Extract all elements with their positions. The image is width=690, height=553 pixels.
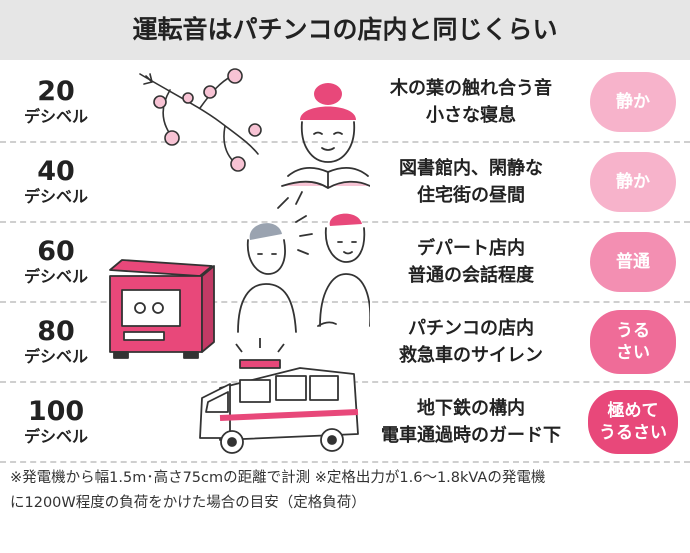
level-badge-quiet: 静か	[590, 152, 676, 212]
footnote-line: に1200W程度の負荷をかけた場合の目安（定格負荷）	[10, 495, 366, 511]
title-part-1: 運転音は	[132, 15, 233, 44]
title-highlight: パチンコの店内	[232, 10, 408, 46]
badge-line: うるさい	[599, 423, 667, 443]
noise-example-80: パチンコの店内 救急車のサイレン	[358, 315, 584, 369]
example-line: 木の葉の触れ合う音	[390, 78, 552, 99]
example-line: 図書館内、閑静な	[399, 158, 543, 179]
badge-line: 静か	[616, 172, 650, 192]
noise-example-20: 木の葉の触れ合う音 小さな寝息	[358, 75, 584, 129]
badge-line: 静か	[616, 92, 650, 112]
decibel-unit: デシベル	[23, 107, 88, 126]
example-line: 救急車のサイレン	[399, 345, 543, 366]
decibel-label-60: 60 デシベル	[6, 236, 106, 287]
example-line: 普通の会話程度	[408, 265, 534, 286]
example-line: パチンコの店内	[408, 318, 534, 339]
noise-example-100: 地下鉄の構内 電車通過時のガード下	[358, 395, 584, 449]
talking-people-icon	[237, 191, 370, 333]
example-line: 小さな寝息	[426, 105, 516, 126]
decibel-value: 40	[37, 156, 75, 187]
level-badge-very-loud: 極めて うるさい	[588, 390, 678, 454]
illustration-panel	[109, 68, 370, 454]
decibel-value: 60	[37, 236, 75, 267]
decibel-unit: デシベル	[23, 427, 88, 446]
level-badge-quiet: 静か	[590, 72, 676, 132]
decibel-unit: デシベル	[23, 347, 88, 366]
noise-example-60: デパート店内 普通の会話程度	[358, 235, 584, 289]
example-line: 電車通過時のガード下	[381, 425, 561, 446]
decibel-label-40: 40 デシベル	[6, 156, 106, 207]
header-band	[0, 0, 690, 60]
decibel-value: 80	[37, 316, 75, 347]
example-line: デパート店内	[417, 238, 525, 259]
cherry-blossom-branch-icon	[139, 68, 262, 172]
level-badge-normal: 普通	[590, 232, 676, 292]
row-divider	[0, 301, 690, 303]
footnote-line: ※発電機から幅1.5m･高さ75cmの距離で計測 ※定格出力が1.6〜1.8kV…	[10, 470, 546, 486]
badge-line: 普通	[616, 252, 650, 272]
generator-icon	[109, 259, 215, 359]
example-line: 地下鉄の構内	[417, 398, 525, 419]
decibel-value: 20	[37, 76, 75, 107]
badge-line: 極めて	[607, 401, 659, 421]
decibel-unit: デシベル	[23, 267, 88, 286]
decibel-unit: デシベル	[23, 187, 88, 206]
example-line: 住宅街の昼間	[417, 185, 525, 206]
decibel-label-100: 100 デシベル	[6, 396, 106, 447]
noise-example-40: 図書館内、閑静な 住宅街の昼間	[358, 155, 584, 209]
title-part-3: と同じくらい	[407, 15, 558, 44]
row-divider	[0, 141, 690, 143]
row-divider	[0, 461, 690, 463]
decibel-label-20: 20 デシベル	[6, 76, 106, 127]
level-badge-loud: うる さい	[590, 310, 676, 374]
decibel-value: 100	[27, 396, 85, 427]
reading-woman-icon	[281, 83, 370, 190]
footnote: ※発電機から幅1.5m･高さ75cmの距離で計測 ※定格出力が1.6〜1.8kV…	[10, 466, 686, 516]
decibel-label-80: 80 デシベル	[6, 316, 106, 367]
ambulance-icon	[199, 338, 359, 454]
page-title: 運転音はパチンコの店内と同じくらい	[0, 10, 690, 46]
badge-line: うる	[616, 321, 650, 341]
badge-line: さい	[616, 343, 650, 363]
